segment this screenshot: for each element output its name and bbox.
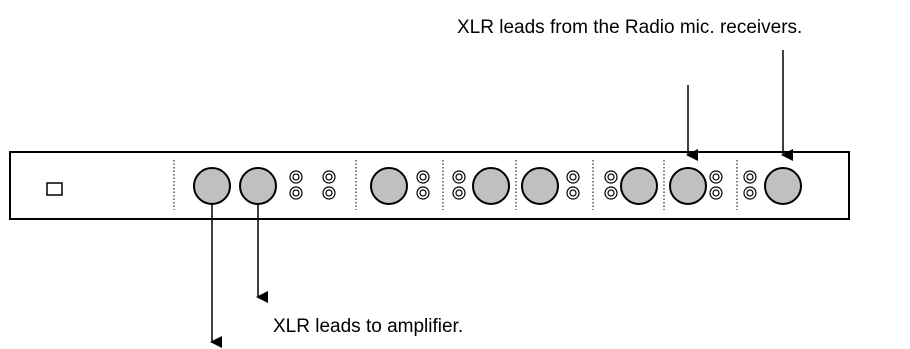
xlr-out-1-connector[interactable] (193, 167, 231, 205)
jack-socket-inner-ring (419, 189, 427, 197)
jack-socket-icon[interactable] (452, 186, 466, 200)
xlr-connector[interactable] (472, 167, 510, 205)
xlr-in-receiver-2-connector[interactable] (764, 167, 802, 205)
rack-panel (9, 151, 850, 220)
annotation-arrows (210, 50, 793, 348)
jack-socket-icon[interactable] (452, 170, 466, 184)
xlr-connector[interactable] (521, 167, 559, 205)
jack-socket-icon[interactable] (289, 186, 303, 200)
jack-socket-icon[interactable] (289, 170, 303, 184)
jack-socket-icon[interactable] (743, 186, 757, 200)
xlr-connectors (193, 167, 802, 205)
jack-pair (566, 170, 580, 200)
jack-socket-icon[interactable] (604, 186, 618, 200)
jack-socket-icon[interactable] (604, 170, 618, 184)
jack-socket-icon[interactable] (566, 170, 580, 184)
jack-socket-icon[interactable] (322, 170, 336, 184)
jack-socket-inner-ring (712, 189, 720, 197)
jack-socket-inner-ring (569, 189, 577, 197)
jack-socket-icon[interactable] (743, 170, 757, 184)
jack-pair (743, 170, 757, 200)
jack-socket-inner-ring (292, 189, 300, 197)
jack-socket-inner-ring (455, 189, 463, 197)
jack-socket-inner-ring (607, 173, 615, 181)
jack-socket-icon[interactable] (322, 186, 336, 200)
jack-socket-icon[interactable] (416, 170, 430, 184)
jack-socket-inner-ring (419, 173, 427, 181)
jack-socket-icon[interactable] (416, 186, 430, 200)
xlr-in-receiver-1-connector[interactable] (669, 167, 707, 205)
jack-pair (322, 170, 336, 200)
xlr-connector[interactable] (370, 167, 408, 205)
jack-sockets (289, 170, 757, 200)
power-switch-icon (46, 182, 63, 196)
receivers-annotation: XLR leads from the Radio mic. receivers. (457, 17, 803, 38)
xlr-connector[interactable] (620, 167, 658, 205)
jack-pair (604, 170, 618, 200)
xlr-out-2-connector[interactable] (239, 167, 277, 205)
amplifier-annotation: XLR leads to amplifier. (273, 316, 464, 337)
jack-socket-icon[interactable] (709, 186, 723, 200)
panel-dividers (173, 160, 738, 210)
jack-pair (289, 170, 303, 200)
jack-socket-inner-ring (746, 173, 754, 181)
jack-socket-inner-ring (569, 173, 577, 181)
jack-pair (416, 170, 430, 200)
jack-socket-inner-ring (292, 173, 300, 181)
jack-socket-inner-ring (712, 173, 720, 181)
jack-socket-inner-ring (325, 189, 333, 197)
jack-pair (452, 170, 466, 200)
jack-socket-inner-ring (325, 173, 333, 181)
jack-socket-icon[interactable] (709, 170, 723, 184)
jack-socket-inner-ring (607, 189, 615, 197)
jack-socket-inner-ring (455, 173, 463, 181)
jack-pair (709, 170, 723, 200)
jack-socket-inner-ring (746, 189, 754, 197)
jack-socket-icon[interactable] (566, 186, 580, 200)
